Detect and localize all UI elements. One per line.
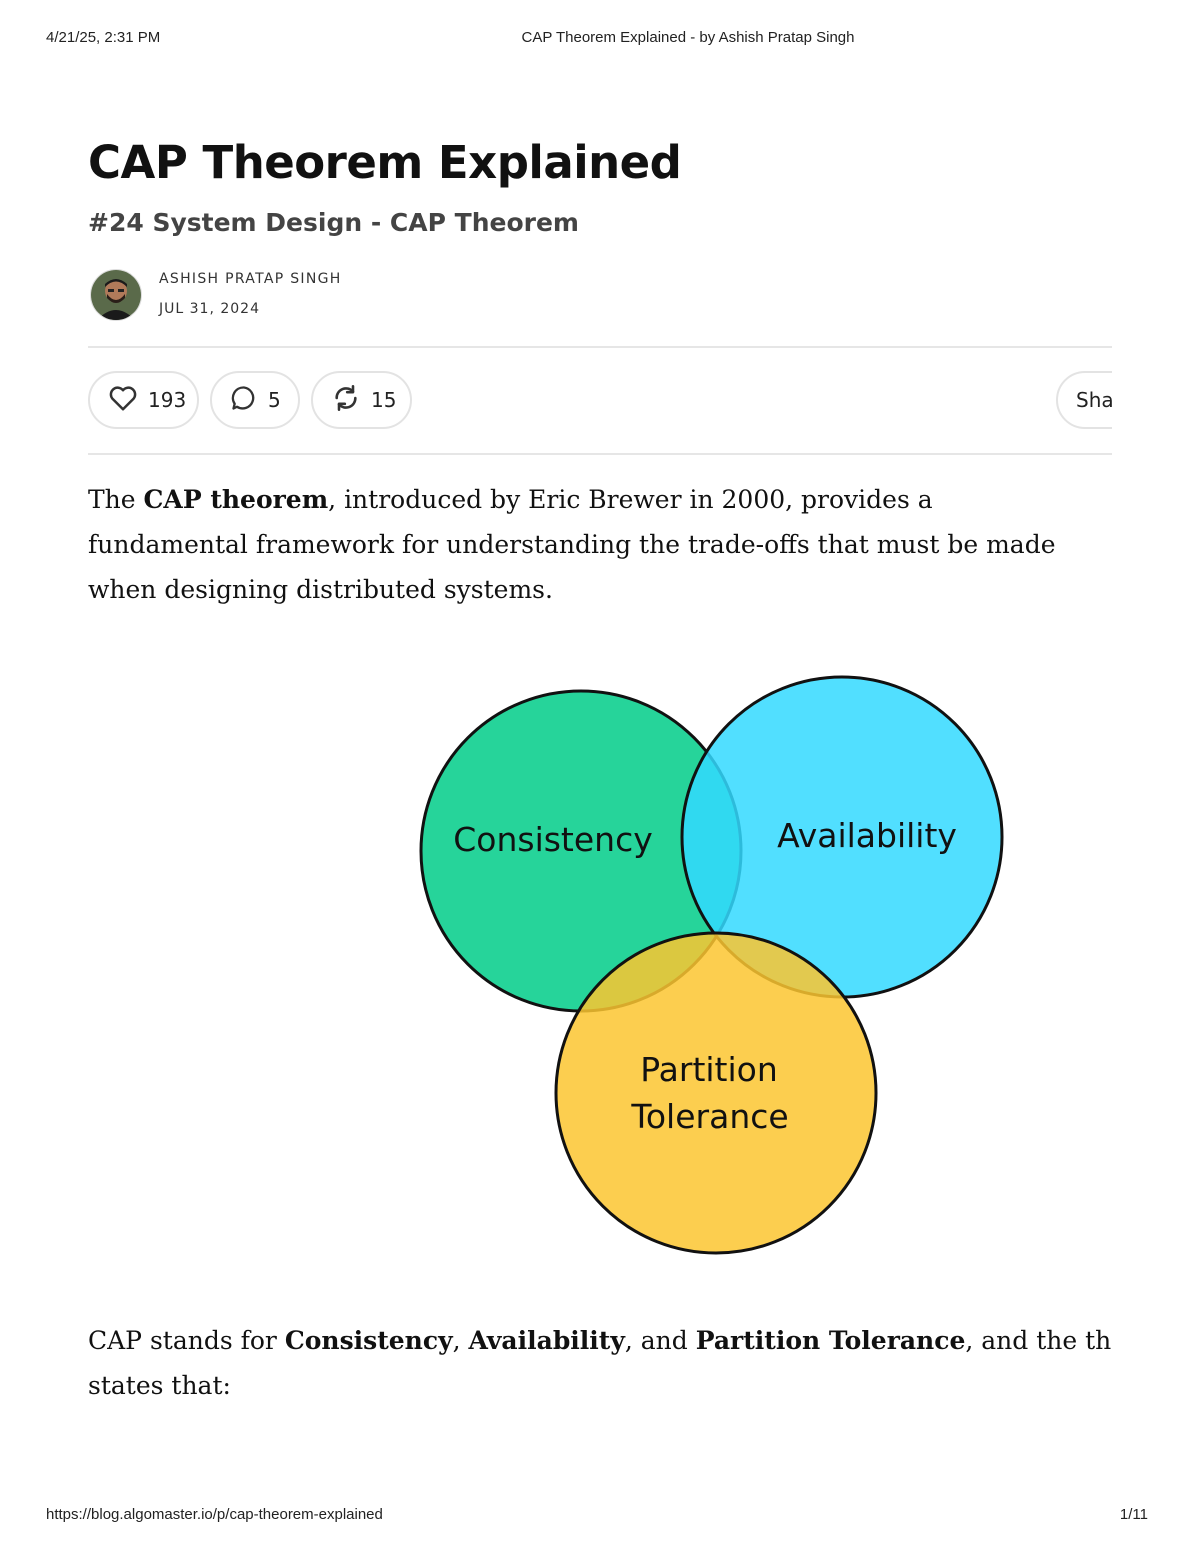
print-page-title: CAP Theorem Explained - by Ashish Pratap… xyxy=(521,29,855,46)
article: CAP Theorem Explained #24 System Design … xyxy=(88,0,1112,1500)
like-button[interactable]: 193 xyxy=(88,371,199,429)
cap-text-5: states that: xyxy=(88,1371,231,1400)
comment-icon xyxy=(230,384,258,417)
print-footer: https://blog.algomaster.io/p/cap-theorem… xyxy=(0,1506,1200,1526)
like-count: 193 xyxy=(148,388,187,412)
cap-definition-paragraph: CAP stands for Consistency, Availability… xyxy=(88,1318,1112,1408)
cap-bold-availability: Availability xyxy=(468,1326,625,1355)
print-page-number: 1/11 xyxy=(1119,1506,1148,1523)
comment-count: 5 xyxy=(268,388,281,412)
print-header: 4/21/25, 2:31 PM CAP Theorem Explained -… xyxy=(0,29,1200,49)
publish-date: JUL 31, 2024 xyxy=(159,301,260,317)
intro-text-2: , introduced by Eric Brewer in 2000, pro… xyxy=(88,485,1056,604)
restack-count: 15 xyxy=(371,388,397,412)
author-avatar[interactable] xyxy=(90,269,142,321)
cap-text-1: CAP stands for xyxy=(88,1326,285,1355)
divider-top xyxy=(88,346,1112,348)
partition-label-line2: Tolerance xyxy=(630,1097,788,1136)
consistency-label: Consistency xyxy=(453,820,653,859)
availability-label: Availability xyxy=(777,816,957,855)
author-name[interactable]: ASHISH PRATAP SINGH xyxy=(159,271,342,287)
cap-text-3: , and xyxy=(624,1326,696,1355)
article-subtitle: #24 System Design - CAP Theorem xyxy=(88,208,579,237)
partition-label-line1: Partition xyxy=(640,1050,778,1089)
cap-text-2: , xyxy=(452,1326,469,1355)
print-datetime: 4/21/25, 2:31 PM xyxy=(46,29,161,46)
share-label: Share xyxy=(1076,388,1112,412)
intro-text-1: The xyxy=(88,485,144,514)
cap-bold-partition-tolerance: Partition Tolerance xyxy=(695,1326,966,1355)
article-title: CAP Theorem Explained xyxy=(88,136,682,189)
restack-button[interactable]: 15 xyxy=(311,371,412,429)
restack-icon xyxy=(331,384,361,417)
cap-venn-diagram[interactable]: Consistency Availability Partition Toler… xyxy=(418,673,1006,1257)
cap-bold-consistency: Consistency xyxy=(284,1326,453,1355)
print-url[interactable]: https://blog.algomaster.io/p/cap-theorem… xyxy=(46,1506,383,1523)
share-button[interactable]: Share xyxy=(1056,371,1112,429)
heart-icon xyxy=(108,384,138,417)
cap-text-4: , and the theorem xyxy=(965,1326,1112,1355)
divider-bottom xyxy=(88,453,1112,455)
intro-bold-cap-theorem: CAP theorem xyxy=(143,485,329,514)
intro-paragraph: The CAP theorem, introduced by Eric Brew… xyxy=(88,477,1078,612)
comment-button[interactable]: 5 xyxy=(210,371,300,429)
partition-tolerance-circle xyxy=(554,931,878,1255)
